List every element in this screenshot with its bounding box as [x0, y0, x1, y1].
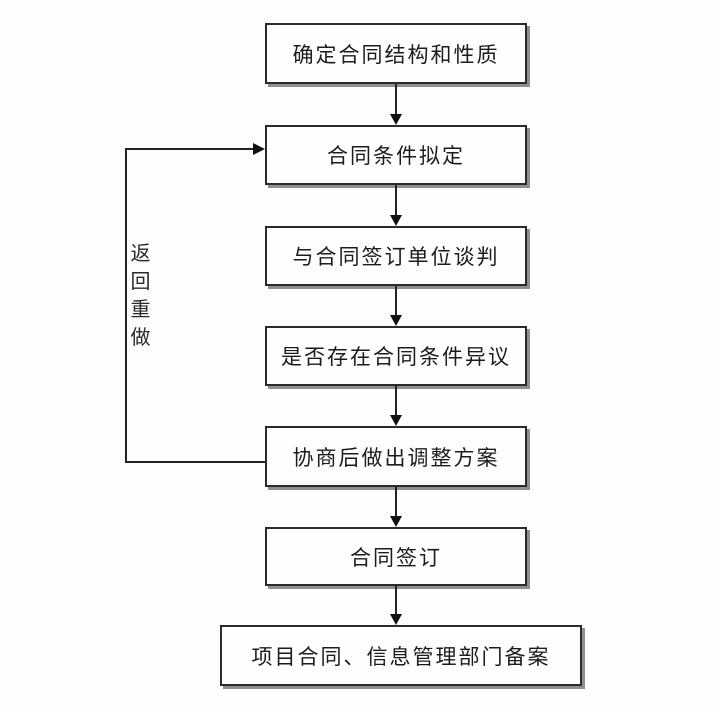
down-arrow-icon — [390, 586, 402, 625]
flow-node-check-term-objections: 是否存在合同条件异议 — [265, 326, 527, 386]
flow-node-determine-contract-structure: 确定合同结构和性质 — [265, 23, 527, 84]
down-arrow-icon — [390, 286, 402, 326]
flow-node-filing-with-departments: 项目合同、信息管理部门备案 — [220, 625, 582, 686]
down-arrow-icon — [390, 487, 402, 527]
feedback-loop-top-line — [125, 148, 254, 150]
flow-node-adjustment-plan: 协商后做出调整方案 — [265, 426, 527, 487]
down-arrow-icon — [390, 185, 402, 226]
flow-node-draft-contract-terms: 合同条件拟定 — [265, 125, 527, 185]
feedback-loop-bottom-line — [125, 461, 265, 463]
feedback-loop-label: 返回重做 — [130, 243, 151, 349]
down-arrow-icon — [390, 386, 402, 426]
flow-node-negotiate-with-signing-unit: 与合同签订单位谈判 — [265, 226, 527, 286]
feedback-loop-vertical-line — [125, 148, 127, 463]
right-arrow-icon — [253, 143, 265, 155]
down-arrow-icon — [390, 84, 402, 125]
flow-node-contract-signing: 合同签订 — [265, 527, 527, 586]
